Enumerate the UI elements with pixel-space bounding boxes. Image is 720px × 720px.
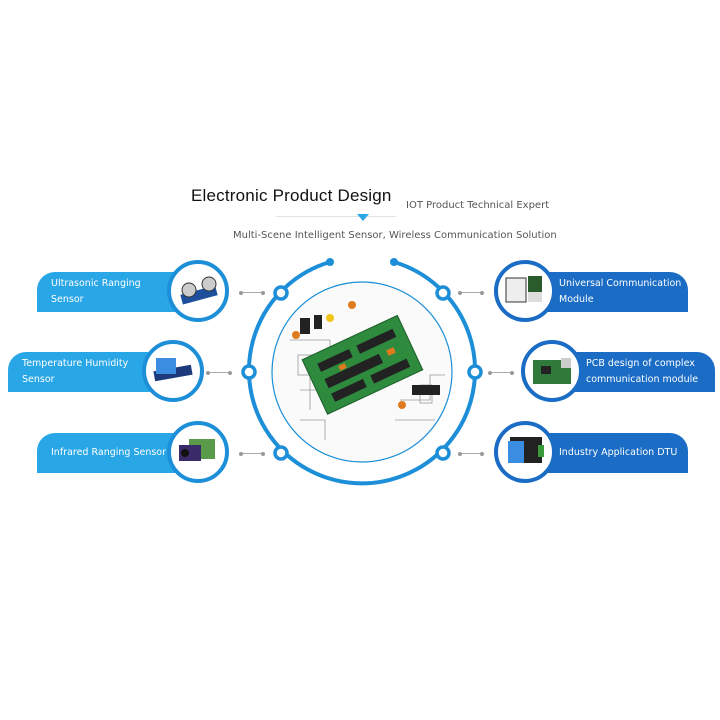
communication-module-icon (494, 260, 556, 322)
item-label: Infrared Ranging Sensor (51, 447, 167, 458)
connector (206, 370, 232, 375)
infrared-sensor-icon (167, 421, 229, 483)
item-label: PCB design of complex communication modu… (586, 358, 699, 385)
pcb-board-icon (521, 340, 583, 402)
item-industry-application-dtu: Industry Application DTU (535, 433, 688, 473)
connector (488, 370, 514, 375)
connector (458, 290, 484, 295)
item-pcb-design-complex-module: PCB design of complex communication modu… (562, 352, 715, 392)
item-label: Temperature Humidity Sensor (22, 358, 129, 385)
pointer-triangle-icon (357, 214, 369, 221)
connector (239, 290, 265, 295)
page-title: Electronic Product Design (191, 186, 392, 205)
humidity-sensor-icon (142, 340, 204, 402)
item-temperature-humidity-sensor: Temperature Humidity Sensor (8, 352, 163, 392)
connector (458, 451, 484, 456)
connector (239, 451, 265, 456)
outer-arc (247, 260, 477, 486)
tagline: IOT Product Technical Expert (406, 200, 550, 211)
subtitle: Multi-Scene Intelligent Sensor, Wireless… (233, 230, 557, 241)
dtu-device-icon (494, 421, 556, 483)
item-label: Industry Application DTU (559, 447, 678, 458)
item-ultrasonic-ranging-sensor: Ultrasonic Ranging Sensor (37, 272, 187, 312)
item-universal-communication-module: Universal Communication Module (535, 272, 688, 312)
item-infrared-ranging-sensor: Infrared Ranging Sensor (37, 433, 187, 473)
pcb-board-icon (301, 314, 424, 415)
ultrasonic-sensor-icon (167, 260, 229, 322)
title-divider (276, 216, 396, 217)
chip-icon (412, 385, 440, 395)
ring-nodes (241, 285, 483, 461)
item-label: Ultrasonic Ranging Sensor (51, 278, 141, 305)
item-label: Universal Communication Module (559, 278, 682, 305)
